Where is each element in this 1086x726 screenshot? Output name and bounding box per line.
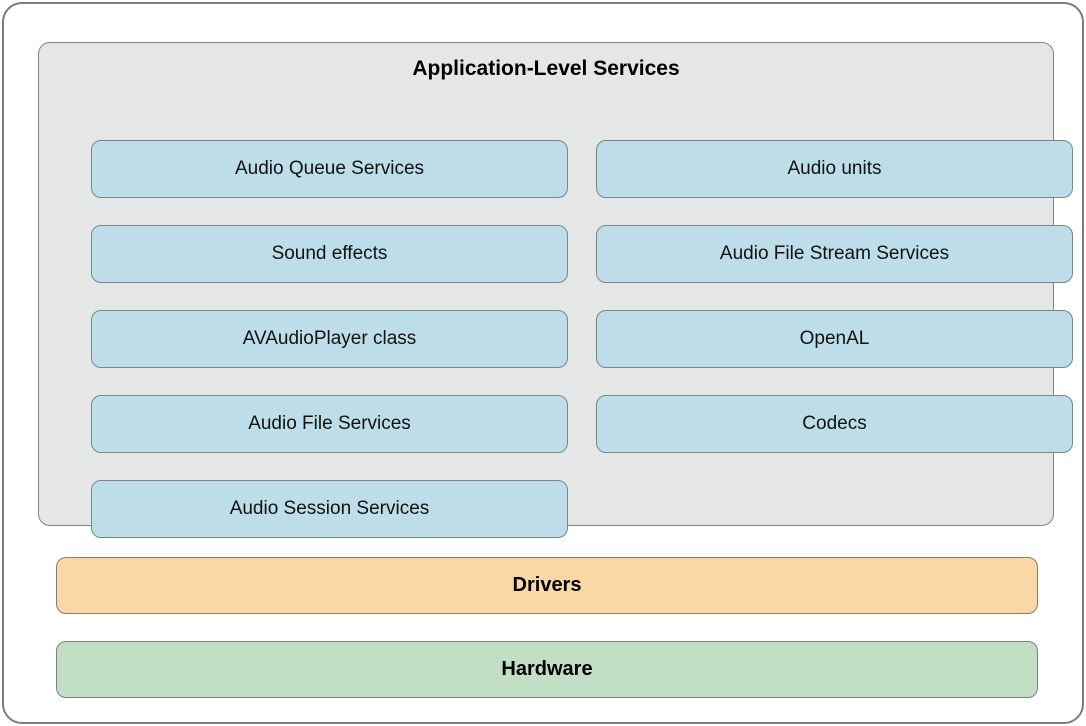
service-box-avaudioplayer-class: AVAudioPlayer class <box>91 310 568 368</box>
service-box-audio-file-services: Audio File Services <box>91 395 568 453</box>
empty-grid-cell <box>596 480 1073 538</box>
service-box-codecs: Codecs <box>596 395 1073 453</box>
service-box-sound-effects: Sound effects <box>91 225 568 283</box>
application-level-services-panel: Application-Level Services Audio Queue S… <box>38 42 1073 538</box>
hardware-layer: Hardware <box>56 641 1038 698</box>
service-box-openal: OpenAL <box>596 310 1073 368</box>
service-box-audio-units: Audio units <box>596 140 1073 198</box>
services-grid: Audio Queue Services Audio units Sound e… <box>91 140 1073 538</box>
panel-title: Application-Level Services <box>412 57 680 80</box>
service-box-audio-queue-services: Audio Queue Services <box>91 140 568 198</box>
service-box-audio-session-services: Audio Session Services <box>91 480 568 538</box>
service-box-audio-file-stream-services: Audio File Stream Services <box>596 225 1073 283</box>
drivers-layer: Drivers <box>56 557 1038 614</box>
